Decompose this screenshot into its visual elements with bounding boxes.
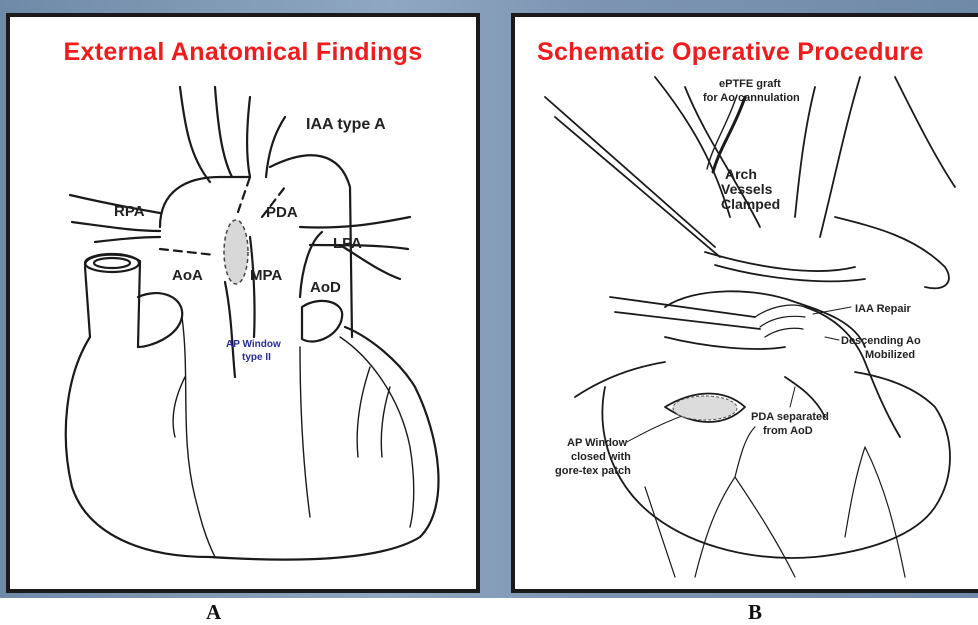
ap-window-defect <box>224 220 248 284</box>
head-vessel <box>247 97 250 177</box>
mpa-vessel <box>225 282 235 377</box>
clamp-instrument <box>545 97 715 247</box>
coronary-artery <box>300 347 310 517</box>
label-descending-ao: Descending Ao <box>841 335 921 347</box>
coronary-artery <box>381 387 390 457</box>
rpa-vessel <box>95 237 160 242</box>
label-descending-ao-2: Mobilized <box>865 349 915 361</box>
ascending-aorta-opening <box>94 258 130 268</box>
ap-window-patch-fill <box>673 396 737 420</box>
arch-vessel <box>820 77 860 237</box>
lpa-vessel <box>300 217 410 228</box>
panel-external-anatomical-findings: External Anatomical Findings <box>6 13 480 593</box>
panel-letter-a: A <box>206 600 221 625</box>
vessel-loop <box>715 265 865 281</box>
label-rpa: RPA <box>114 203 145 220</box>
head-vessel <box>180 87 210 182</box>
label-iaa-repair: IAA Repair <box>855 303 912 315</box>
iaa-gap <box>238 177 250 212</box>
iaa-repair-sutures <box>755 305 805 337</box>
left-atrial-appendage <box>302 301 342 342</box>
label-pda: PDA <box>266 204 298 221</box>
label-aod: AoD <box>310 279 341 296</box>
label-ap-window: AP Window <box>567 437 628 449</box>
rpa-vessel <box>72 222 160 231</box>
coronary-artery <box>645 487 675 577</box>
label-pda-separated: PDA separated <box>751 411 829 423</box>
label-pda-separated-2: from AoD <box>763 425 813 437</box>
clamp-instrument <box>555 117 720 257</box>
label-arch-2: Vessels <box>721 181 773 197</box>
ascending-aorta <box>85 267 90 337</box>
label-graft: ePTFE graft <box>719 78 781 90</box>
heart-anatomy-diagram: IAA type A PDA RPA LPA AoA MPA AoD AP Wi… <box>10 17 476 589</box>
label-ap-window: AP Window <box>226 339 281 350</box>
aoa-gap <box>160 249 215 255</box>
label-ap-window-2: closed with <box>571 451 631 463</box>
heart-outline <box>602 372 950 558</box>
coronary-artery <box>182 317 215 557</box>
label-graft-2: for Ao cannulation <box>703 92 800 104</box>
label-iaa-type-a: IAA type A <box>306 116 386 133</box>
label-arch: Arch <box>725 166 757 182</box>
label-aoa: AoA <box>172 267 203 284</box>
coronary-artery <box>340 337 414 527</box>
aortic-arch <box>160 177 250 227</box>
coronary-artery <box>357 367 370 457</box>
head-vessel <box>266 117 285 177</box>
operative-procedure-diagram: ePTFE graft for Ao cannulation Arch Vess… <box>515 17 978 589</box>
label-arch-3: Clamped <box>721 196 780 212</box>
repaired-aorta <box>665 337 785 349</box>
eptfe-graft <box>713 97 745 172</box>
panel-schematic-operative-procedure: Schematic Operative Procedure <box>511 13 978 593</box>
coronary-artery <box>173 377 185 437</box>
label-ap-window-3: gore-tex patch <box>555 465 631 477</box>
arch-vessel <box>795 87 815 217</box>
heart-outline <box>575 362 665 397</box>
vessel-loop <box>835 217 949 288</box>
right-atrial-appendage <box>138 293 182 347</box>
label-lpa: LPA <box>333 235 362 252</box>
leader-line <box>790 387 795 407</box>
coronary-artery <box>845 447 905 577</box>
mpa-vessel <box>250 237 255 337</box>
head-vessel <box>215 87 232 177</box>
leader-line <box>627 415 685 442</box>
panel-letter-b: B <box>748 600 762 625</box>
leader-line <box>825 337 839 340</box>
arch-vessel <box>895 77 955 187</box>
label-ap-window-type: type II <box>242 352 271 363</box>
label-mpa: MPA <box>250 267 282 284</box>
